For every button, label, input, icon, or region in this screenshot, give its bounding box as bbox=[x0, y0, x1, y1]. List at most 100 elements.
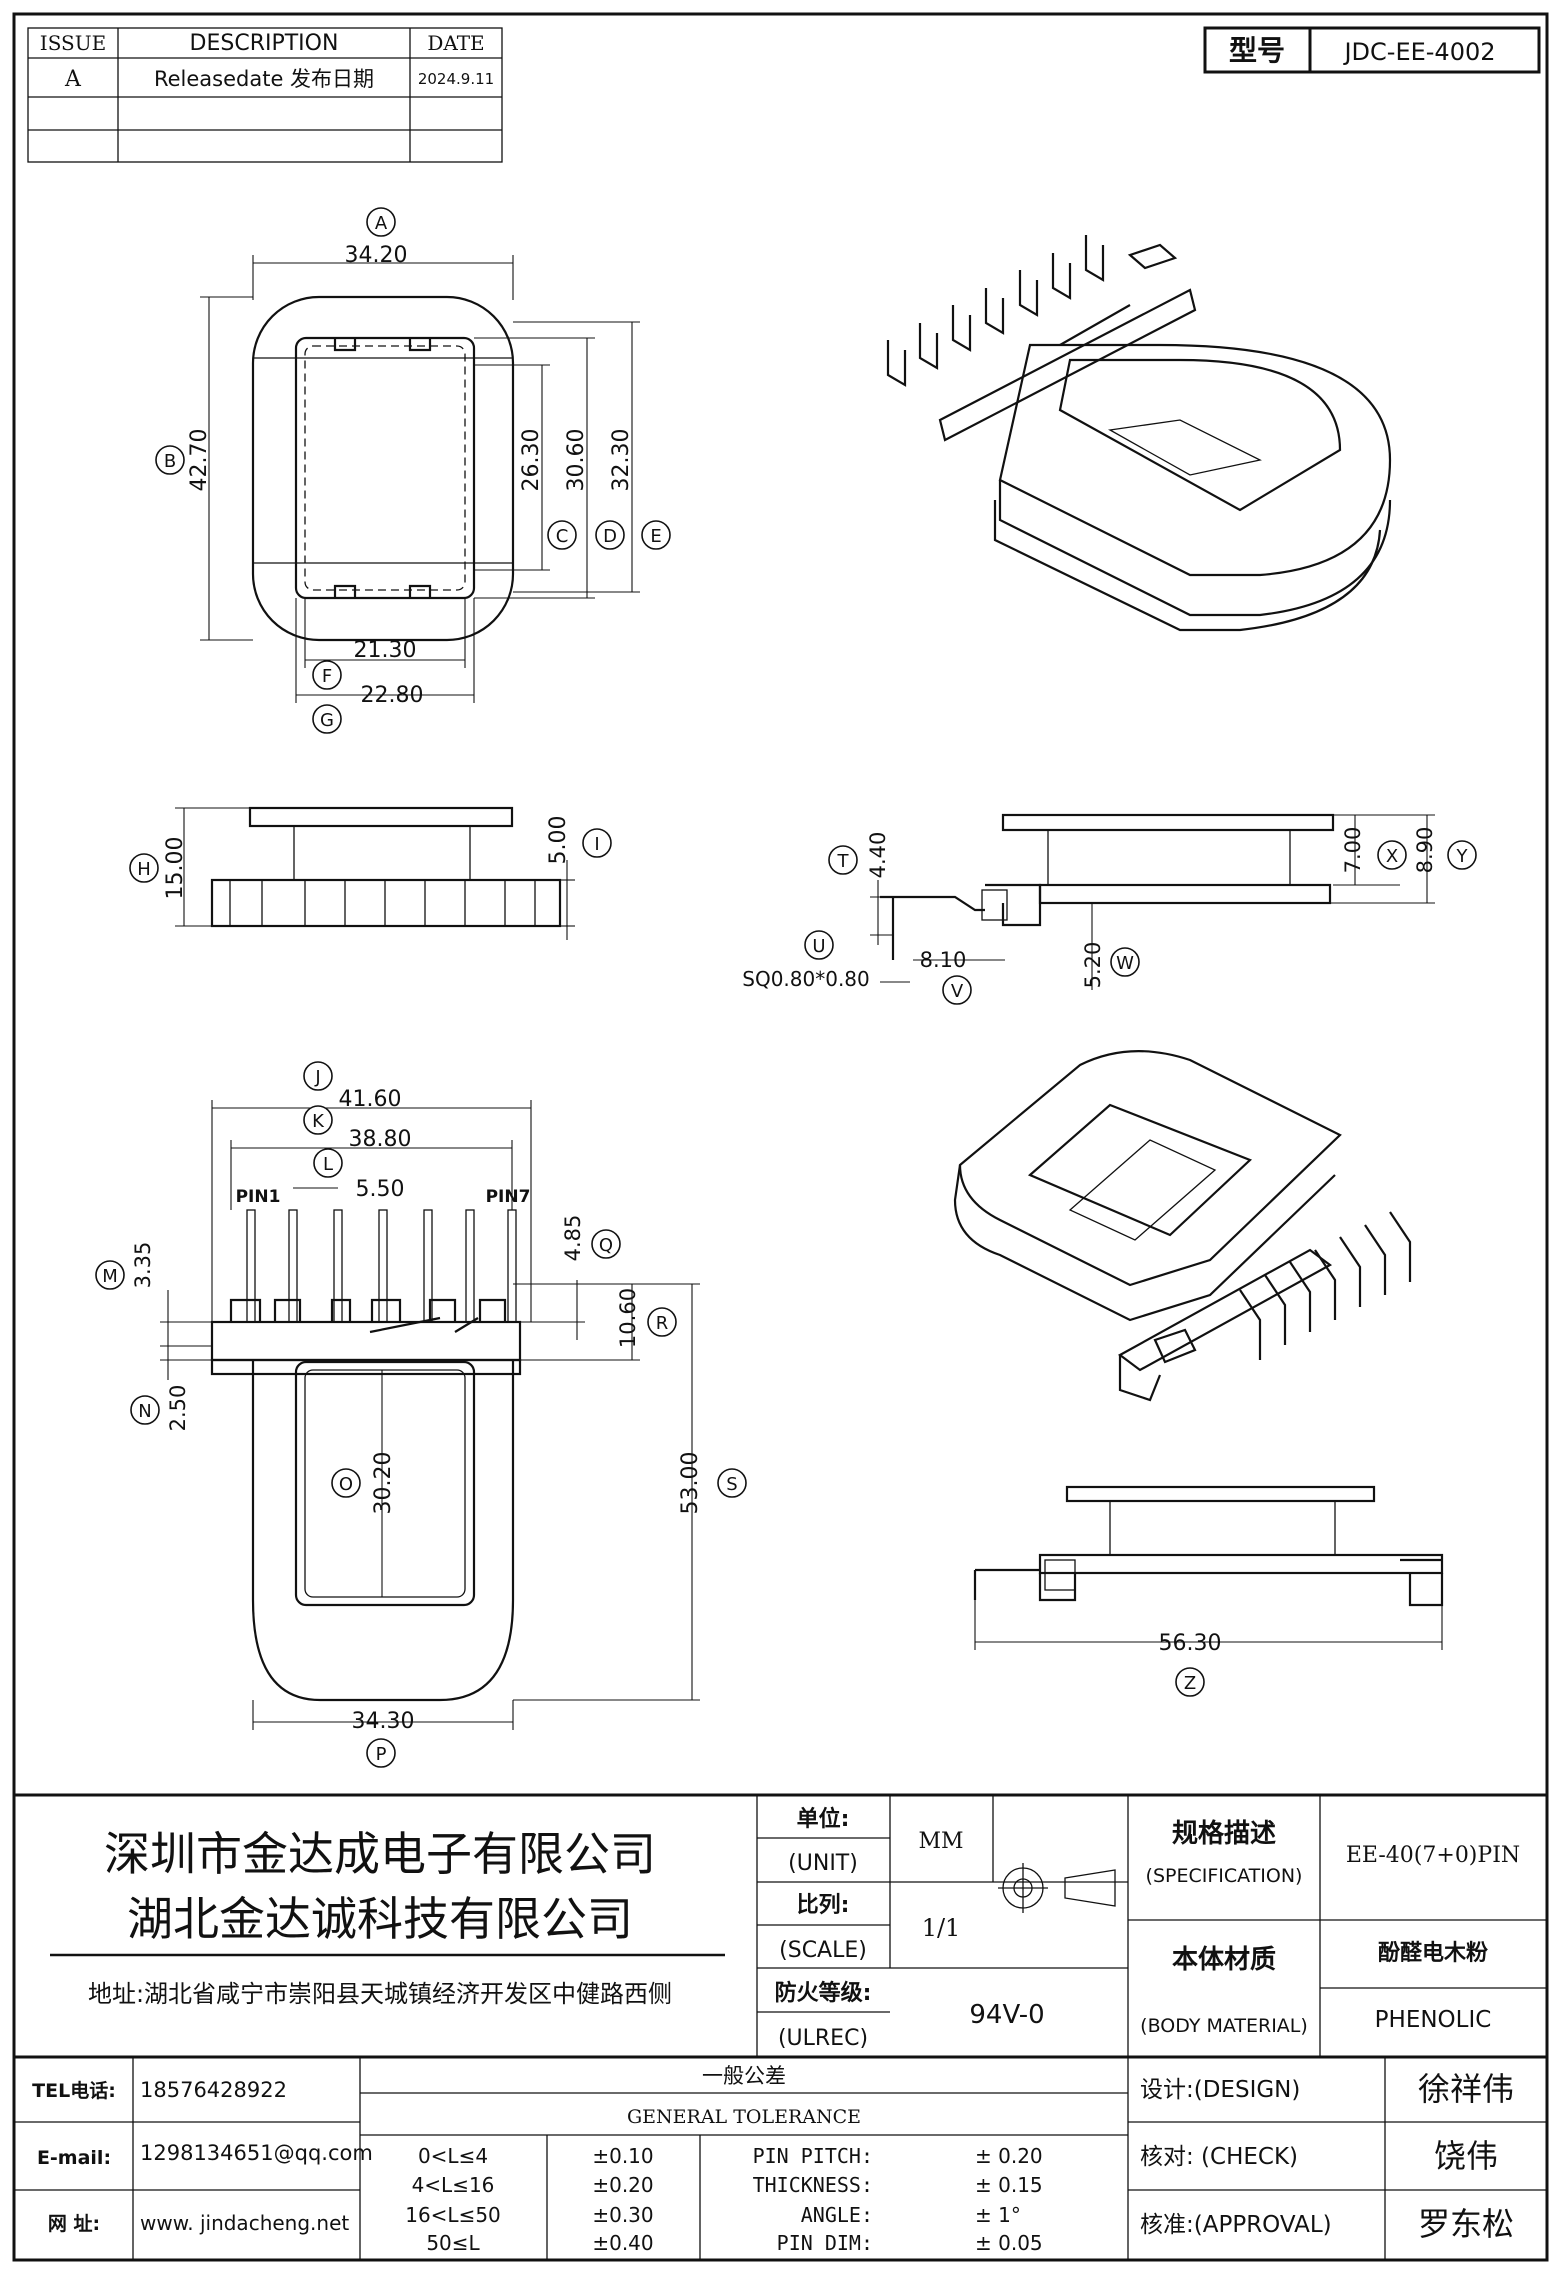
pins bbox=[246, 1209, 517, 1323]
company-name-1: 深圳市金达成电子有限公司 bbox=[104, 1827, 656, 1881]
dim-d: 30.60 bbox=[564, 429, 589, 492]
tol-other-value-2: ± 0.15 bbox=[975, 2173, 1043, 2197]
date-value: 2024.9.11 bbox=[418, 70, 494, 88]
spec-value: EE-40(7+0)PIN bbox=[1346, 1843, 1520, 1868]
designer-name: 徐祥伟 bbox=[1418, 2070, 1514, 2108]
model-box: 型号 JDC-EE-4002 bbox=[1203, 26, 1541, 74]
email-value: 1298134651@qq.com bbox=[140, 2141, 373, 2165]
tol-other-label-2: THICKNESS: bbox=[753, 2173, 873, 2197]
dim-r: 10.60 bbox=[616, 1288, 640, 1348]
tolerance-title-cn: 一般公差 bbox=[702, 2064, 786, 2088]
pin1-label: PIN1 bbox=[236, 1187, 281, 1207]
tol-other-value-3: ± 1° bbox=[975, 2203, 1021, 2227]
bottom-view: PIN1 PIN7 41.60 J 38.80 K 5.50 L 3.35 M … bbox=[95, 1061, 747, 1768]
material-label-en: (BODY MATERIAL) bbox=[1140, 2015, 1308, 2037]
sheet-border bbox=[12, 12, 1549, 2262]
material-value-cn: 酚醛电木粉 bbox=[1378, 1941, 1488, 1966]
tol-other-label-1: PIN PITCH: bbox=[753, 2144, 873, 2168]
dim-w: 5.20 bbox=[1081, 942, 1105, 989]
iso-pins-bottom bbox=[1239, 1211, 1412, 1360]
dim-v: SQ0.80*0.80 bbox=[742, 967, 870, 991]
web-label: 网 址: bbox=[48, 2213, 100, 2235]
bubble-w: W bbox=[1116, 953, 1134, 974]
dim-y: 8.90 bbox=[1413, 827, 1437, 874]
bubble-d: D bbox=[603, 526, 617, 547]
dim-o: 30.20 bbox=[371, 1452, 396, 1515]
unit-label-cn: 单位: bbox=[797, 1806, 850, 1832]
description-value: Releasedate 发布日期 bbox=[154, 67, 374, 91]
revision-table: ISSUE DESCRIPTION DATE A Releasedate 发布日… bbox=[27, 27, 503, 163]
issue-header: ISSUE bbox=[40, 31, 106, 55]
dim-t: 4.40 bbox=[866, 832, 890, 879]
bubble-u: U bbox=[812, 936, 825, 957]
isometric-view-top bbox=[886, 235, 1392, 632]
tol-range-3: 16<L≤50 bbox=[405, 2203, 501, 2227]
bubble-q: Q bbox=[599, 1235, 613, 1256]
title-block: 深圳市金达成电子有限公司 湖北金达诚科技有限公司 地址:湖北省咸宁市崇阳县天城镇… bbox=[14, 1793, 1547, 2260]
pin7-label: PIN7 bbox=[486, 1187, 531, 1207]
dim-n: 2.50 bbox=[166, 1385, 190, 1432]
tol-range-2: 4<L≤16 bbox=[412, 2173, 495, 2197]
bubble-a: A bbox=[375, 213, 388, 234]
bubble-r: R bbox=[656, 1313, 669, 1334]
dim-z: 56.30 bbox=[1159, 1631, 1222, 1656]
tol-value-2: ±0.20 bbox=[592, 2173, 653, 2197]
bubble-i: I bbox=[594, 834, 599, 855]
date-header: DATE bbox=[427, 31, 484, 55]
tol-range-4: 50≤L bbox=[426, 2231, 480, 2255]
dim-b: 42.70 bbox=[187, 429, 212, 492]
dim-q: 4.85 bbox=[561, 1215, 585, 1262]
side-view-lower: 56.30 Z bbox=[973, 1485, 1444, 1697]
bubble-v: V bbox=[951, 981, 964, 1002]
checker-name: 饶伟 bbox=[1434, 2137, 1498, 2175]
bubble-o: O bbox=[339, 1474, 353, 1495]
dim-a: 34.20 bbox=[345, 243, 408, 268]
bubble-e: E bbox=[650, 526, 661, 547]
dim-c: 26.30 bbox=[519, 429, 544, 492]
description-header: DESCRIPTION bbox=[190, 31, 339, 56]
isometric-view-bottom bbox=[953, 1050, 1412, 1402]
tol-other-value-4: ± 0.05 bbox=[975, 2231, 1043, 2255]
dim-e: 32.30 bbox=[609, 429, 634, 492]
dim-h: 15.00 bbox=[163, 837, 188, 900]
approver-name: 罗东松 bbox=[1418, 2205, 1514, 2243]
issue-value: A bbox=[64, 67, 82, 92]
bubble-s: S bbox=[726, 1474, 737, 1495]
model-label: 型号 bbox=[1229, 34, 1285, 67]
dim-l: 5.50 bbox=[356, 1177, 405, 1202]
dim-p: 34.30 bbox=[352, 1709, 415, 1734]
bubble-g: G bbox=[320, 710, 334, 731]
approval-label: 核准:(APPROVAL) bbox=[1140, 2212, 1332, 2238]
iso-pins-top bbox=[886, 235, 1105, 387]
company-address: 地址:湖北省咸宁市崇阳县天城镇经济开发区中健路西侧 bbox=[88, 1980, 672, 2008]
dim-u: 8.10 bbox=[920, 948, 967, 972]
web-value: www. jindacheng.net bbox=[140, 2211, 349, 2235]
bubble-f: F bbox=[322, 666, 332, 687]
dim-m: 3.35 bbox=[131, 1242, 155, 1289]
scale-value: 1/1 bbox=[922, 1914, 961, 1942]
tol-other-label-4: PIN DIM: bbox=[777, 2231, 873, 2255]
material-label-cn: 本体材质 bbox=[1172, 1945, 1276, 1975]
dim-x: 7.00 bbox=[1341, 827, 1365, 874]
tol-other-label-3: ANGLE: bbox=[801, 2203, 873, 2227]
bubble-l: L bbox=[323, 1154, 333, 1175]
email-label: E-mail: bbox=[37, 2147, 111, 2169]
flame-label-cn: 防火等级: bbox=[775, 1980, 872, 2006]
unit-label-en: (UNIT) bbox=[788, 1851, 858, 1876]
spec-label-cn: 规格描述 bbox=[1172, 1818, 1276, 1849]
tol-value-1: ±0.10 bbox=[592, 2144, 653, 2168]
bubble-b: B bbox=[164, 451, 176, 472]
spec-label-en: (SPECIFICATION) bbox=[1146, 1865, 1303, 1887]
bubble-m: M bbox=[102, 1266, 118, 1287]
side-view-end: 4.40 T 8.10 U SQ0.80*0.80 V 5.20 W 7.00 … bbox=[742, 813, 1477, 1005]
unit-value: MM bbox=[918, 1829, 963, 1854]
bubble-h: H bbox=[137, 859, 151, 880]
bubble-k: K bbox=[312, 1111, 325, 1132]
bubble-x: X bbox=[1386, 846, 1398, 867]
bubble-z: Z bbox=[1184, 1673, 1196, 1694]
material-value-en: PHENOLIC bbox=[1375, 2007, 1492, 2033]
flame-value: 94V-0 bbox=[969, 2000, 1044, 2030]
dim-g: 22.80 bbox=[361, 683, 424, 708]
bubble-p: P bbox=[376, 1744, 387, 1765]
